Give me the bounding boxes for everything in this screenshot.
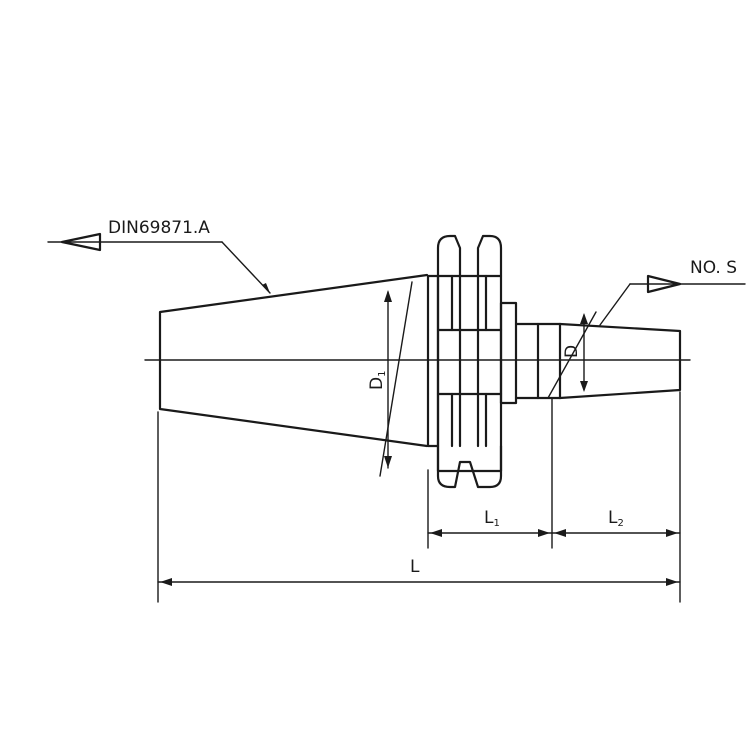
shank xyxy=(514,322,682,400)
d1-dimension xyxy=(379,281,413,477)
din-leader xyxy=(47,232,271,294)
standard-label: DIN69871.A xyxy=(108,218,210,238)
d-dimension xyxy=(547,311,597,399)
d-label: D xyxy=(562,345,582,358)
taper-cone xyxy=(158,273,429,448)
l1-label: L1 xyxy=(484,508,500,529)
l1-l2-dimension xyxy=(427,391,681,603)
flange xyxy=(426,234,518,489)
l2-label: L2 xyxy=(608,508,624,529)
l-dimension xyxy=(157,411,681,603)
no-s-label: NO. S xyxy=(690,258,737,278)
l-label: L xyxy=(410,557,420,577)
no-s-leader xyxy=(599,274,746,326)
d1-label: D1 xyxy=(367,371,388,390)
